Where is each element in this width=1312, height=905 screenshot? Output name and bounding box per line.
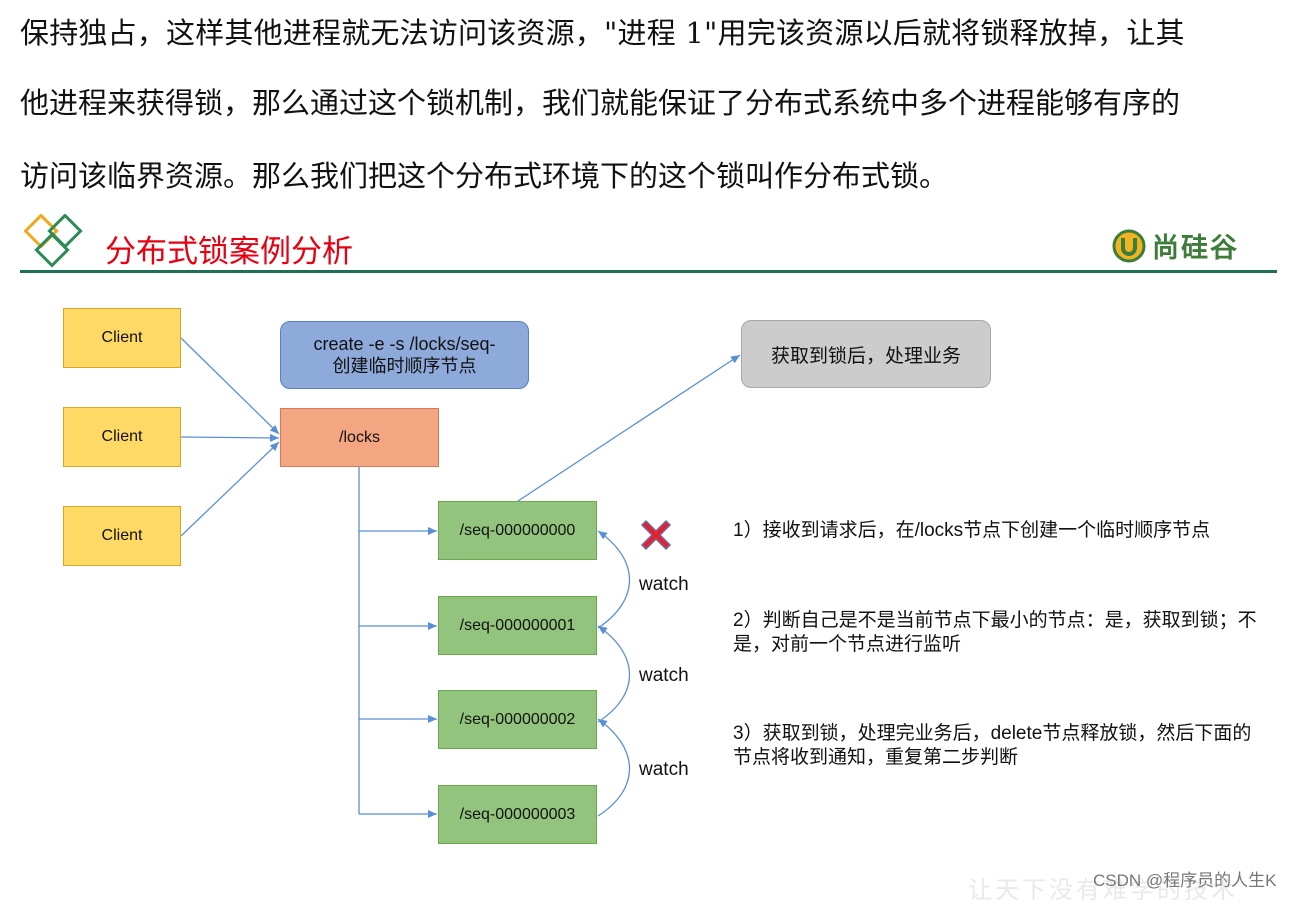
locks-node: /locks <box>280 408 439 467</box>
client-box-1: Client <box>63 308 181 368</box>
watch-curve-3 <box>597 718 631 817</box>
red-x-icon <box>640 519 672 551</box>
watch-curve-1 <box>597 530 631 629</box>
client-1-arrow <box>180 337 280 435</box>
slide-title: 分布式锁案例分析 <box>105 234 353 270</box>
command-line-1: create -e -s /locks/seq- <box>313 334 496 354</box>
brand-u-icon <box>1112 229 1146 262</box>
title-rule <box>20 270 1277 273</box>
watch-label-2: watch <box>639 665 689 686</box>
step-1-text: 1）接收到请求后，在/locks节点下创建一个临时顺序节点 <box>733 520 1211 541</box>
paragraph-line-3: 访问该临界资源。那么我们把这个分布式环境下的这个锁叫作分布式锁。 <box>20 159 949 193</box>
client-3-arrow <box>180 441 280 537</box>
acquired-lock-box: 获取到锁后，处理业务 <box>741 320 991 388</box>
client-box-2: Client <box>63 407 181 467</box>
watch-label-3: watch <box>639 759 689 780</box>
step-3-text: 3）获取到锁，处理完业务后，delete节点释放锁，然后下面的节点将收到通知，重… <box>733 723 1252 768</box>
seq-node-0: /seq-000000000 <box>438 501 597 560</box>
brand-name: 尚硅谷 <box>1152 233 1239 264</box>
diamond-logo-icon <box>24 214 83 268</box>
csdn-watermark: CSDN @程序员的人生K <box>1093 871 1277 890</box>
paragraph-line-2: 他进程来获得锁，那么通过这个锁机制，我们就能保证了分布式系统中多个进程能够有序的 <box>20 86 1181 120</box>
step-2-text: 2）判断自己是不是当前节点下最小的节点：是，获取到锁；不是，对前一个节点进行监听 <box>733 610 1257 655</box>
paragraph-line-1: 保持独占，这样其他进程就无法访问该资源，"进程 1"用完该资源以后就将锁释放掉，… <box>20 16 1185 50</box>
seq-node-3: /seq-000000003 <box>438 785 597 844</box>
seq-node-2: /seq-000000002 <box>438 690 597 749</box>
seq-node-1: /seq-000000001 <box>438 596 597 655</box>
command-line-2: 创建临时顺序节点 <box>332 356 477 376</box>
create-command-box: create -e -s /locks/seq- 创建临时顺序节点 <box>280 321 529 389</box>
client-2-arrow <box>180 433 280 442</box>
brand-logo: 尚硅谷 <box>1112 226 1239 265</box>
watch-label-1: watch <box>639 574 689 595</box>
client-box-3: Client <box>63 506 181 566</box>
acquire-arrow <box>517 354 741 502</box>
watch-curve-2 <box>597 625 631 723</box>
